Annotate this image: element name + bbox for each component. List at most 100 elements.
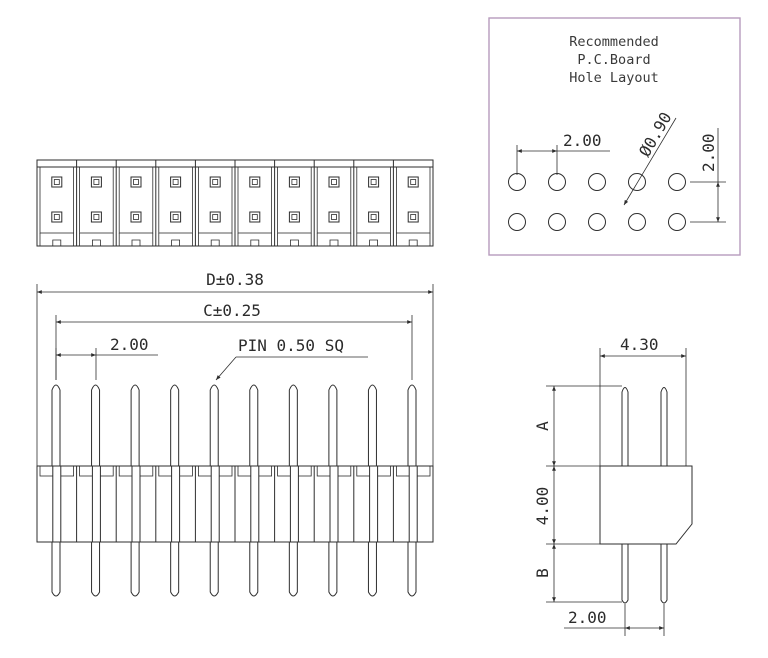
top-pin-square-inner [291, 179, 298, 185]
front-pin [288, 384, 298, 597]
top-pin-square [288, 211, 300, 223]
top-cell-notch [316, 233, 352, 246]
hole-layout-title-line-3: Hole Layout [569, 70, 658, 86]
top-cell-notch [277, 233, 312, 246]
top-pin-square [90, 176, 102, 188]
top-cell-notch [237, 233, 272, 246]
top-cell [277, 166, 312, 234]
top-pin-square-inner [53, 179, 60, 185]
top-pin-square [51, 176, 63, 188]
pcb-hole [588, 213, 606, 231]
front-pin [249, 384, 259, 597]
top-cell [395, 166, 431, 234]
pcb-hole [668, 213, 686, 231]
pcb-hole [628, 173, 646, 191]
side-pin-right [660, 387, 668, 604]
top-cell [39, 166, 74, 234]
housing-pin-section [171, 465, 181, 543]
front-pin [51, 384, 61, 597]
top-pin-square-inner [331, 214, 337, 220]
top-pin-square [209, 211, 221, 223]
top-pin-square [407, 211, 419, 223]
pcb-hole [548, 213, 566, 231]
top-pin-square-inner [53, 214, 60, 220]
side-view: 4.30 A 4.00 B 2.00 [533, 335, 693, 636]
top-pin-square-inner [93, 179, 100, 185]
housing-pin-section [210, 465, 220, 543]
top-cell [316, 166, 352, 234]
top-pin-square-inner [370, 179, 377, 185]
top-pin-square-inner [291, 214, 298, 220]
top-cell [197, 166, 233, 234]
hole-row-pitch-label: 2.00 [699, 133, 718, 172]
pcb-hole [548, 173, 566, 191]
top-cell-notch [118, 233, 154, 246]
top-pin-square-inner [172, 214, 179, 220]
side-row-pitch-label: 2.00 [568, 608, 607, 627]
top-pin-square [130, 176, 142, 188]
top-pin-square-inner [93, 214, 100, 220]
top-pin-square-inner [212, 214, 219, 220]
top-cell-notch [356, 233, 391, 246]
top-pin-square-inner [331, 179, 337, 185]
top-cell [158, 166, 193, 234]
pcb-holes [508, 173, 686, 231]
front-pitch-label: 2.00 [110, 335, 149, 354]
pcb-hole [628, 213, 646, 231]
side-pin-left [621, 387, 629, 604]
pin-size-label: PIN 0.50 SQ [238, 336, 344, 355]
top-pin-square-inner [172, 179, 179, 185]
top-cell [356, 166, 391, 234]
housing-pin-section [408, 465, 418, 543]
top-view [36, 159, 434, 247]
top-cell-notch [396, 233, 431, 246]
top-pin-square-inner [212, 179, 219, 185]
hole-layout-panel: Recommended P.C.Board Hole Layout 2.00 Ø… [488, 17, 741, 256]
top-cell [79, 166, 114, 234]
pcb-hole [588, 173, 606, 191]
top-cell-notch [198, 233, 233, 246]
top-pin-square-inner [370, 214, 377, 220]
body-height-label: 4.00 [533, 487, 552, 526]
front-pin [209, 384, 219, 597]
top-pin-square-inner [251, 214, 258, 220]
upper-pin-length-label: A [533, 421, 552, 431]
front-pin [328, 384, 338, 597]
top-pin-square [328, 211, 340, 223]
top-pin-square [90, 211, 102, 223]
top-cell-notch [158, 233, 193, 246]
top-cell [237, 166, 272, 234]
side-housing [599, 465, 693, 545]
front-pin [170, 384, 180, 597]
top-pin-square [407, 176, 419, 188]
housing-pin-section [250, 465, 260, 543]
front-pin [367, 384, 377, 597]
hole-pitch-label: 2.00 [563, 131, 602, 150]
housing-pin-section [289, 465, 299, 543]
top-pin-square [249, 211, 261, 223]
top-cell [118, 166, 154, 234]
housing-pin-section [91, 465, 101, 543]
top-view-cells [39, 160, 431, 246]
top-pin-square [170, 176, 182, 188]
top-pin-square-inner [251, 179, 258, 185]
top-pin-square-inner [410, 214, 417, 220]
hole-layout-title-line-1: Recommended [569, 34, 658, 50]
front-pin [130, 384, 140, 597]
top-pin-square [130, 211, 142, 223]
top-pin-square [368, 176, 380, 188]
housing-pin-section [131, 465, 141, 543]
front-pins [51, 384, 417, 597]
front-pin [91, 384, 101, 597]
housing-pin-section [369, 465, 379, 543]
top-pin-square-inner [410, 179, 417, 185]
top-pin-square [249, 176, 261, 188]
hole-layout-border [488, 17, 741, 256]
top-pin-square [328, 176, 340, 188]
lower-pin-length-label: B [533, 568, 552, 578]
top-pin-square-inner [133, 179, 139, 185]
top-cell-notch [39, 233, 74, 246]
pcb-hole [508, 213, 526, 231]
pcb-hole [508, 173, 526, 191]
